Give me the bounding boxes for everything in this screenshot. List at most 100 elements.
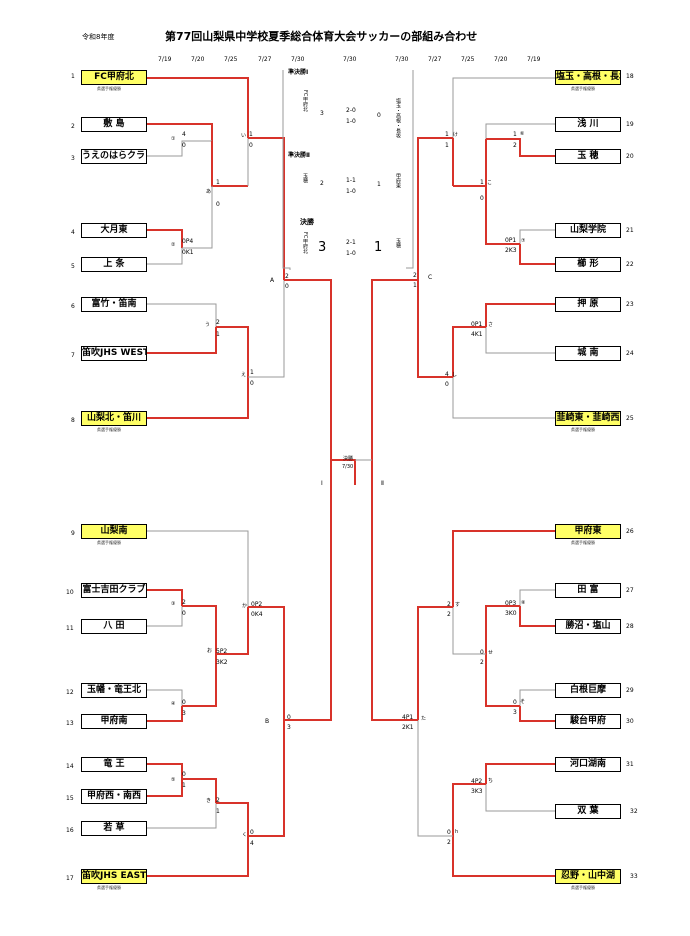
winner-path-4 xyxy=(147,229,183,248)
team-number-28: 28 xyxy=(626,623,634,630)
team-number-10: 10 xyxy=(66,589,74,596)
score-r-sa1: 0P1 xyxy=(471,321,483,328)
score-r-8a: 0P3 xyxy=(505,600,517,607)
bracket-path-45 xyxy=(452,377,555,419)
score-r-ko1: 1 xyxy=(480,179,484,186)
team-number-30: 30 xyxy=(626,718,634,725)
team-number-16: 16 xyxy=(66,827,74,834)
center-final-label: 決勝 xyxy=(343,456,354,462)
winner-path-11 xyxy=(216,326,249,377)
score-r-h2: 2 xyxy=(447,839,451,846)
score-l-B2: 3 xyxy=(287,724,291,731)
seed-caption-33: 県選手権優勝 xyxy=(571,885,595,890)
winner-path-26 xyxy=(182,778,217,803)
date-center: 7/30 xyxy=(343,56,357,63)
bracket-path-52 xyxy=(519,689,555,706)
team-box-27: 田 富 xyxy=(555,583,621,598)
team-box-1: FC甲府北 xyxy=(81,70,147,85)
bracket-path-5 xyxy=(147,248,183,265)
score-r-se1: 0 xyxy=(480,649,484,656)
match-label-ka: か xyxy=(242,603,248,609)
winner-path-0 xyxy=(147,77,249,138)
team-box-29: 白根巨摩 xyxy=(555,683,621,698)
score-r-su2: 2 xyxy=(447,611,451,618)
team-box-16: 若 草 xyxy=(81,821,147,836)
match-label-2: ② xyxy=(171,242,176,248)
bracket-path-61 xyxy=(417,720,453,837)
winner-path-31 xyxy=(284,460,332,721)
team-box-4: 大月東 xyxy=(81,223,147,238)
team-number-1: 1 xyxy=(71,73,75,80)
final-right-team: 玉穂 xyxy=(395,238,401,248)
match-label-se: せ xyxy=(488,650,494,656)
score-l-m2b: 0K1 xyxy=(182,249,194,256)
team-box-25: 韮崎東・韮崎西 xyxy=(555,411,621,426)
team-number-2: 2 xyxy=(71,123,75,130)
bracket-path-64 xyxy=(282,70,291,270)
team-number-19: 19 xyxy=(626,121,634,128)
match-label-ke: け xyxy=(453,132,459,138)
match-label-6: ⑥ xyxy=(520,131,525,137)
team-box-24: 城 南 xyxy=(555,346,621,361)
team-number-9: 9 xyxy=(71,530,75,537)
team-number-15: 15 xyxy=(66,795,74,802)
team-box-20: 玉 穂 xyxy=(555,149,621,164)
bracket-path-55 xyxy=(452,607,486,655)
score-r-C2: 1 xyxy=(413,282,417,289)
semi1-half1: 2-0 xyxy=(346,107,356,114)
score-r-7b: 2K3 xyxy=(505,247,517,254)
page-title: 第77回山梨県中学校夏季総合体育大会サッカーの部組み合わせ xyxy=(165,30,478,43)
score-r-so1: 0 xyxy=(513,699,517,706)
winner-path-62 xyxy=(371,460,418,721)
match-label-7: ⑦ xyxy=(521,238,526,244)
semi1-left-score: 3 xyxy=(320,110,324,117)
final-label: 決勝 xyxy=(300,218,314,226)
score-l-B1: 0 xyxy=(287,714,291,721)
final-left-team: FC甲府北 xyxy=(302,232,308,254)
winner-path-54 xyxy=(485,654,520,707)
score-r-ta1: 4P1 xyxy=(402,714,414,721)
match-label-u: う xyxy=(205,322,211,328)
winner-path-57 xyxy=(485,763,555,784)
score-r-su1: 2 xyxy=(447,601,451,608)
winner-path-38 xyxy=(519,244,555,265)
date-left-r4: 7/27 xyxy=(258,56,272,63)
winner-path-35 xyxy=(486,138,555,157)
match-label-5: ⑤ xyxy=(171,777,176,783)
winner-path-42 xyxy=(485,303,555,327)
winner-path-22 xyxy=(216,607,249,655)
winner-path-16 xyxy=(147,589,183,606)
date-right-r2: 7/20 xyxy=(494,56,508,63)
match-label-so: そ xyxy=(520,699,526,705)
team-number-29: 29 xyxy=(626,687,634,694)
match-label-ki: き xyxy=(206,798,212,804)
bracket-path-2 xyxy=(147,140,212,157)
semi1-right-team: 塩玉・高根・長坂 xyxy=(395,98,401,138)
final-half1: 2-1 xyxy=(346,239,356,246)
score-l-a2: 0 xyxy=(216,201,220,208)
seed-caption-1: 県選手権優勝 xyxy=(97,86,121,91)
winner-path-20 xyxy=(147,706,183,722)
center-final-date: 7/30 xyxy=(342,464,354,470)
team-number-7: 7 xyxy=(71,352,75,359)
half-label-II: Ⅱ xyxy=(381,480,384,487)
match-label-3: ③ xyxy=(171,601,176,607)
score-l-u1: 2 xyxy=(216,319,220,326)
semi2-left-score: 2 xyxy=(320,180,324,187)
score-r-ta2: 2K1 xyxy=(402,724,414,731)
team-box-15: 甲府西・南西 xyxy=(81,789,147,804)
score-r-C1: 2 xyxy=(413,272,417,279)
winner-path-56 xyxy=(417,606,453,720)
score-l-e2: 0 xyxy=(250,380,254,387)
team-box-21: 山梨学院 xyxy=(555,223,621,238)
semi2-label: 準決勝Ⅱ xyxy=(288,152,310,159)
date-right-r1: 7/19 xyxy=(527,56,541,63)
date-left-r3: 7/25 xyxy=(224,56,238,63)
winner-path-1 xyxy=(147,123,213,141)
semi2-left-team: 玉穂 xyxy=(302,173,308,183)
team-box-7: 笛吹JHS WEST xyxy=(81,346,147,361)
score-r-ko2: 0 xyxy=(480,195,484,202)
team-number-22: 22 xyxy=(626,261,634,268)
score-l-m3a: 2 xyxy=(182,599,186,606)
